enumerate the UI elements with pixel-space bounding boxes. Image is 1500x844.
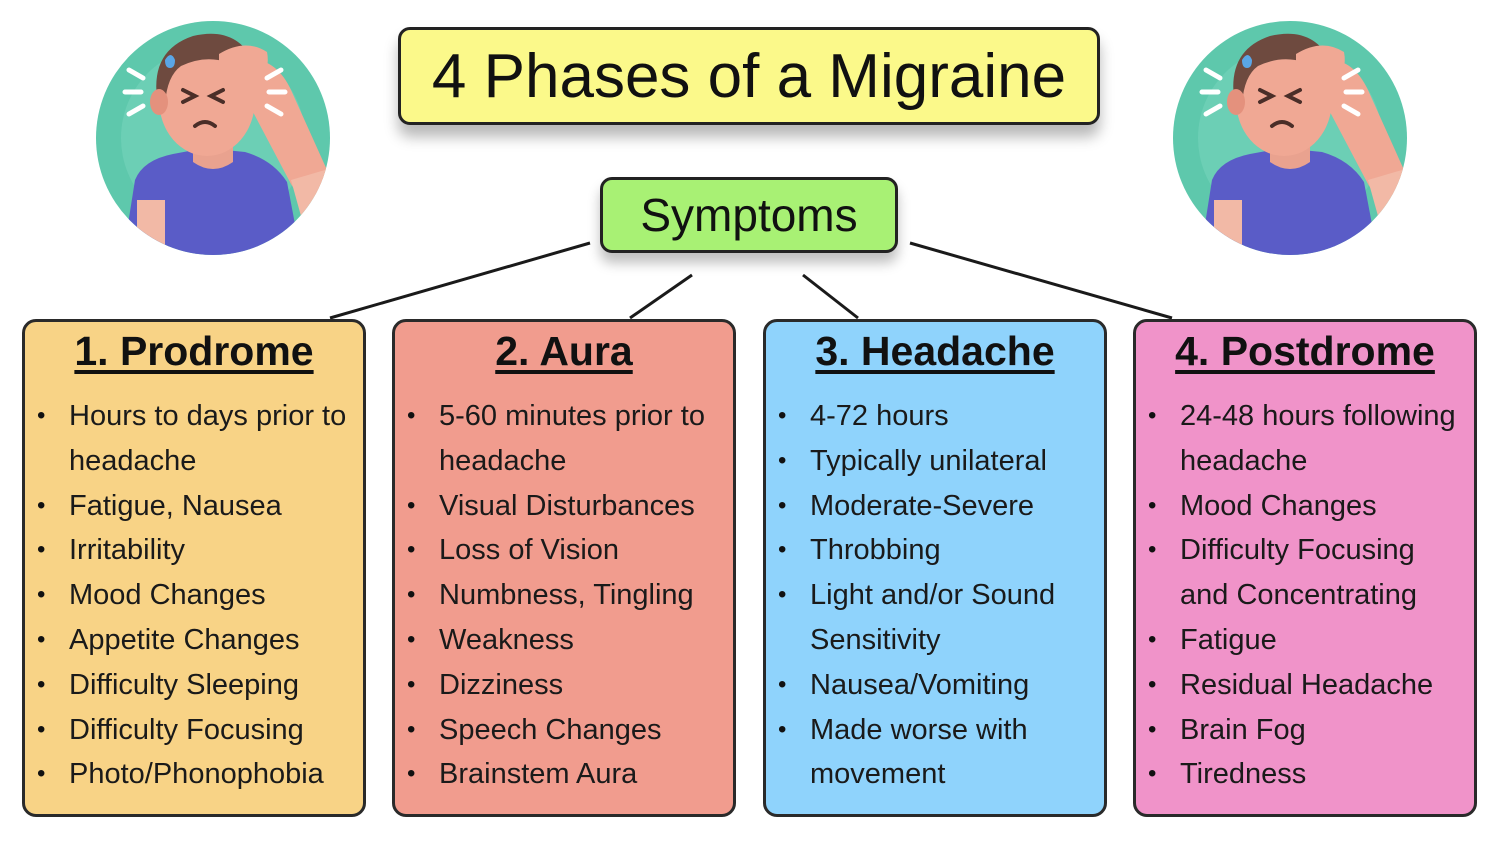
list-item: Light and/or Sound Sensitivity [778, 573, 1104, 663]
connector-headache [802, 273, 859, 320]
list-item: Throbbing [778, 528, 1104, 573]
connector-postdrome [909, 241, 1173, 320]
list-item: 5-60 minutes prior to headache [407, 394, 733, 484]
list-item: Mood Changes [37, 573, 363, 618]
connector-aura [629, 273, 693, 320]
list-item: 24-48 hours following headache [1148, 394, 1474, 484]
diagram-title: 4 Phases of a Migraine [398, 27, 1100, 125]
list-item: Numbness, Tingling [407, 573, 733, 618]
connector-prodrome [329, 241, 591, 320]
list-item: Dizziness [407, 663, 733, 708]
list-item: Fatigue, Nausea [37, 484, 363, 529]
symptoms-node: Symptoms [600, 177, 898, 253]
phase-title: 1. Prodrome [74, 328, 314, 374]
list-item: Appetite Changes [37, 618, 363, 663]
list-item: Hours to days prior to headache [37, 394, 363, 484]
list-item: Tiredness [1148, 752, 1474, 797]
list-item: Typically unilateral [778, 439, 1104, 484]
phase-title: 2. Aura [495, 328, 633, 374]
headache-person-icon [96, 21, 330, 255]
list-item: Moderate-Severe [778, 484, 1104, 529]
phase-title: 3. Headache [815, 328, 1055, 374]
list-item: Difficulty Focusing and Concentrating [1148, 528, 1474, 618]
list-item: Nausea/Vomiting [778, 663, 1104, 708]
list-item: 4-72 hours [778, 394, 1104, 439]
list-item: Brain Fog [1148, 708, 1474, 753]
phase-headache: 3. Headache 4-72 hours Typically unilate… [763, 319, 1107, 817]
list-item: Photo/Phonophobia [37, 752, 363, 797]
phase-title: 4. Postdrome [1175, 328, 1435, 374]
symptom-list: 24-48 hours following headache Mood Chan… [1136, 394, 1474, 797]
phase-aura: 2. Aura 5-60 minutes prior to headache V… [392, 319, 736, 817]
list-item: Brainstem Aura [407, 752, 733, 797]
list-item: Visual Disturbances [407, 484, 733, 529]
list-item: Fatigue [1148, 618, 1474, 663]
list-item: Made worse with movement [778, 708, 1104, 798]
phase-prodrome: 1. Prodrome Hours to days prior to heada… [22, 319, 366, 817]
list-item: Mood Changes [1148, 484, 1474, 529]
list-item: Speech Changes [407, 708, 733, 753]
symptom-list: Hours to days prior to headache Fatigue,… [25, 394, 363, 797]
symptoms-node-text: Symptoms [640, 189, 858, 241]
list-item: Difficulty Focusing [37, 708, 363, 753]
headache-person-icon [1173, 21, 1407, 255]
symptom-list: 5-60 minutes prior to headache Visual Di… [395, 394, 733, 797]
list-item: Difficulty Sleeping [37, 663, 363, 708]
phase-postdrome: 4. Postdrome 24-48 hours following heada… [1133, 319, 1477, 817]
symptom-list: 4-72 hours Typically unilateral Moderate… [766, 394, 1104, 797]
diagram-title-text: 4 Phases of a Migraine [431, 41, 1067, 111]
list-item: Irritability [37, 528, 363, 573]
list-item: Weakness [407, 618, 733, 663]
list-item: Residual Headache [1148, 663, 1474, 708]
list-item: Loss of Vision [407, 528, 733, 573]
